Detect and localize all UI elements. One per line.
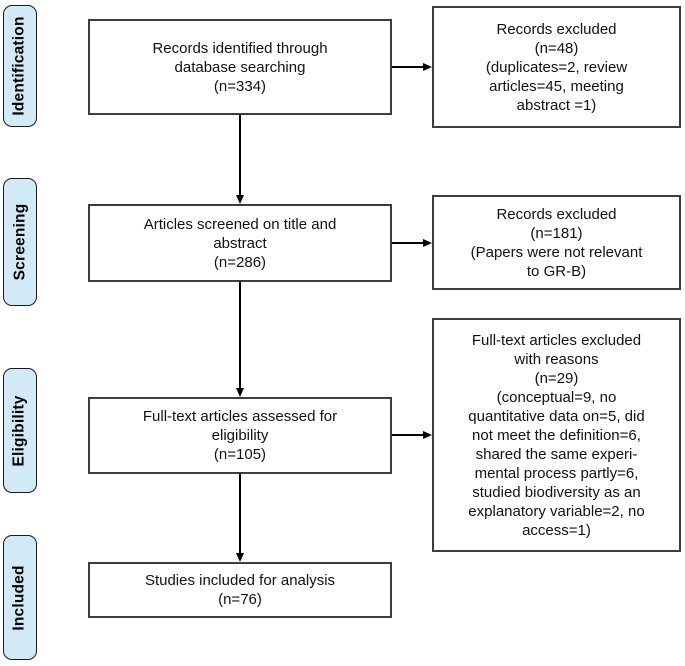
box-records-excluded-identification: Records excluded (n=48) (duplicates=2, r… (432, 6, 681, 128)
stage-screening-label: Screening (11, 203, 28, 281)
arrow-right-icon (423, 238, 432, 247)
arrow-shaft (392, 434, 424, 436)
arrow-shaft (239, 474, 241, 554)
arrow-shaft (392, 242, 424, 244)
arrow-down-icon (235, 388, 244, 397)
box-fulltext-assessed: Full-text articles assessed for eligibil… (88, 397, 392, 474)
arrow-right-icon (423, 430, 432, 439)
box-studies-included: Studies included for analysis (n=76) (88, 562, 392, 618)
arrow-down-icon (235, 553, 244, 562)
box-fulltext-excluded: Full-text articles excluded with reasons… (432, 318, 681, 552)
arrow-shaft (239, 115, 241, 196)
arrow-right-icon (423, 62, 432, 71)
stage-included: Included (3, 535, 37, 660)
stage-eligibility: Eligibility (3, 368, 37, 493)
box-articles-screened: Articles screened on title and abstract … (88, 204, 392, 282)
stage-eligibility-label: Eligibility (11, 394, 29, 467)
arrow-shaft (239, 282, 241, 389)
stage-included-label: Included (11, 564, 29, 631)
arrow-shaft (392, 66, 424, 68)
stage-identification: Identification (3, 5, 37, 127)
box-records-excluded-screening: Records excluded (n=181) (Papers were no… (432, 195, 681, 290)
arrow-down-icon (235, 195, 244, 204)
box-records-identified: Records identified through database sear… (88, 19, 392, 115)
stage-screening: Screening (3, 178, 37, 306)
stage-identification-label: Identification (11, 16, 28, 116)
